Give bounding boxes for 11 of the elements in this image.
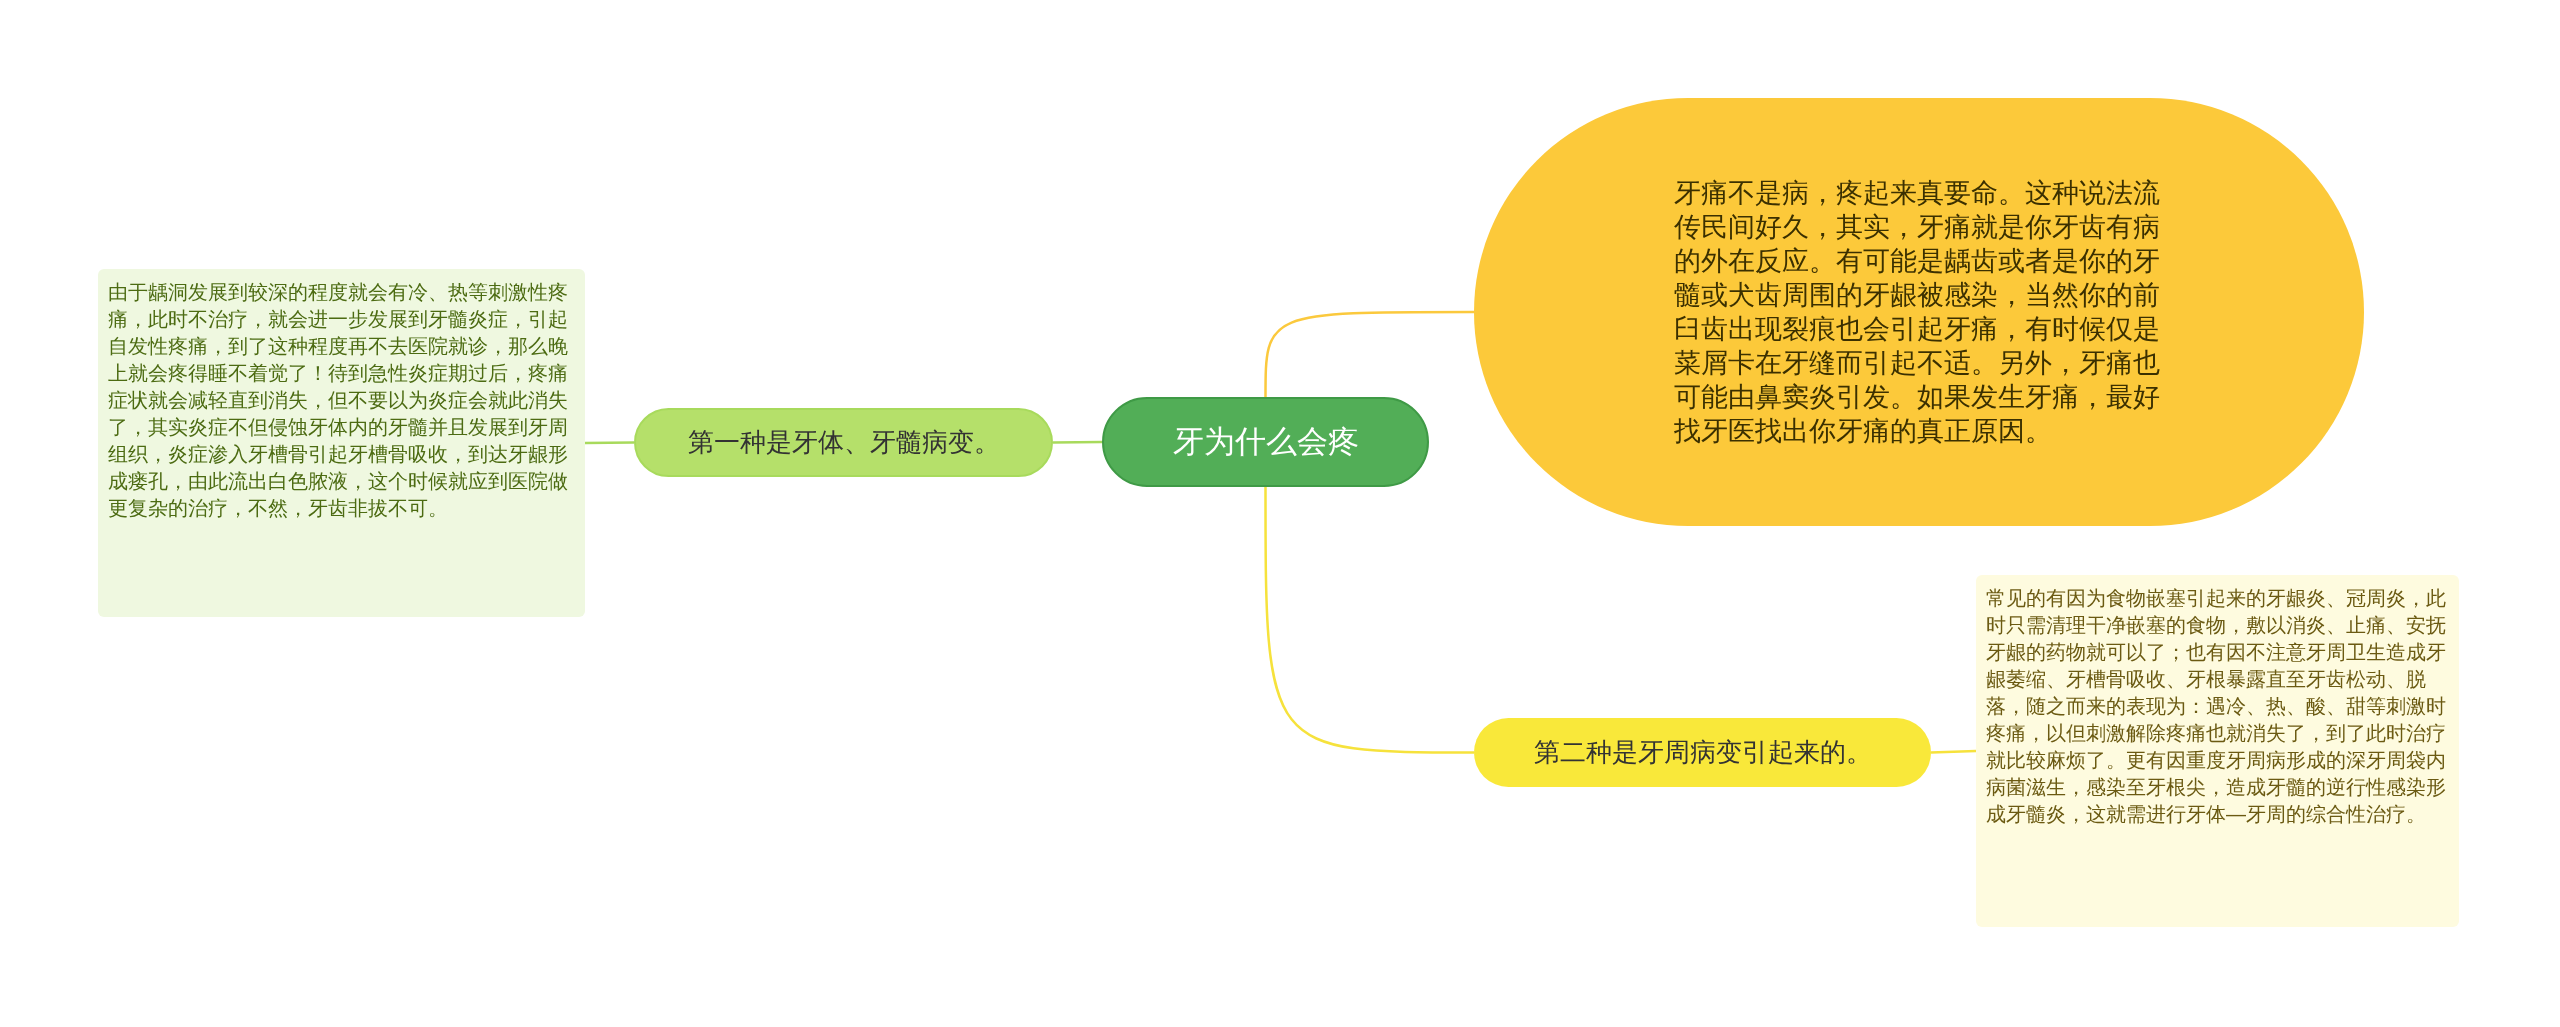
topic-bubble: 牙痛不是病，疼起来真要命。这种说法流传民间好久，其实，牙痛就是你牙齿有病的外在反应。有可能是龋齿或者是你的牙髓或犬齿周围的牙龈被感染，当然你的前臼齿出现裂痕也会引起牙痛，有时候仅是菜屑卡在牙缝而引起不适。另外，牙痛也可能由鼻窦炎引发。如果发生牙痛，最好找牙医找出你牙痛的真正原因。 [1474,98,2364,526]
connector-line [1053,440,1102,444]
root-topic: 牙为什么会疼 [1102,397,1429,487]
connector-line [585,441,634,445]
connector-line [1264,487,1474,754]
branch-topic: 第一种是牙体、牙髓病变。 [634,408,1053,477]
note-card: 由于龋洞发展到较深的程度就会有冷、热等刺激性疼痛，此时不治疗，就会进一步发展到牙髓炎症，引起自发性疼痛，到了这种程度再不去医院就诊，那么晚上就会疼得睡不着觉了！待到急性炎症期过后，疼痛症状就会减轻直到消失，但不要以为炎症会就此消失了，其实炎症不但侵蚀牙体内的牙髓并且发展到牙周组织，炎症渗入牙槽骨引起牙槽骨吸收，到达牙龈形成瘘孔，由此流出白色脓液，这个时候就应到医院做更复杂的治疗，不然，牙齿非拔不可。 [98,269,585,617]
note-card: 常见的有因为食物嵌塞引起来的牙龈炎、冠周炎，此时只需清理干净嵌塞的食物，敷以消炎、止痛、安抚牙龈的药物就可以了；也有因不注意牙周卫生造成牙龈萎缩、牙槽骨吸收、牙根暴露直至牙齿松动、脱落，随之而来的表现为：遇冷、热、酸、甜等刺激时疼痛，以但刺激解除疼痛也就消失了，到了此时治疗就比较麻烦了。更有因重度牙周病形成的深牙周袋内病菌滋生，感染至牙根尖，造成牙髓的逆行性感染形成牙髓炎，这就需进行牙体—牙周的综合性治疗。 [1976,575,2459,927]
connector-line [1264,310,1474,397]
branch-topic: 第二种是牙周病变引起来的。 [1474,718,1931,787]
connector-line [1930,749,1977,754]
